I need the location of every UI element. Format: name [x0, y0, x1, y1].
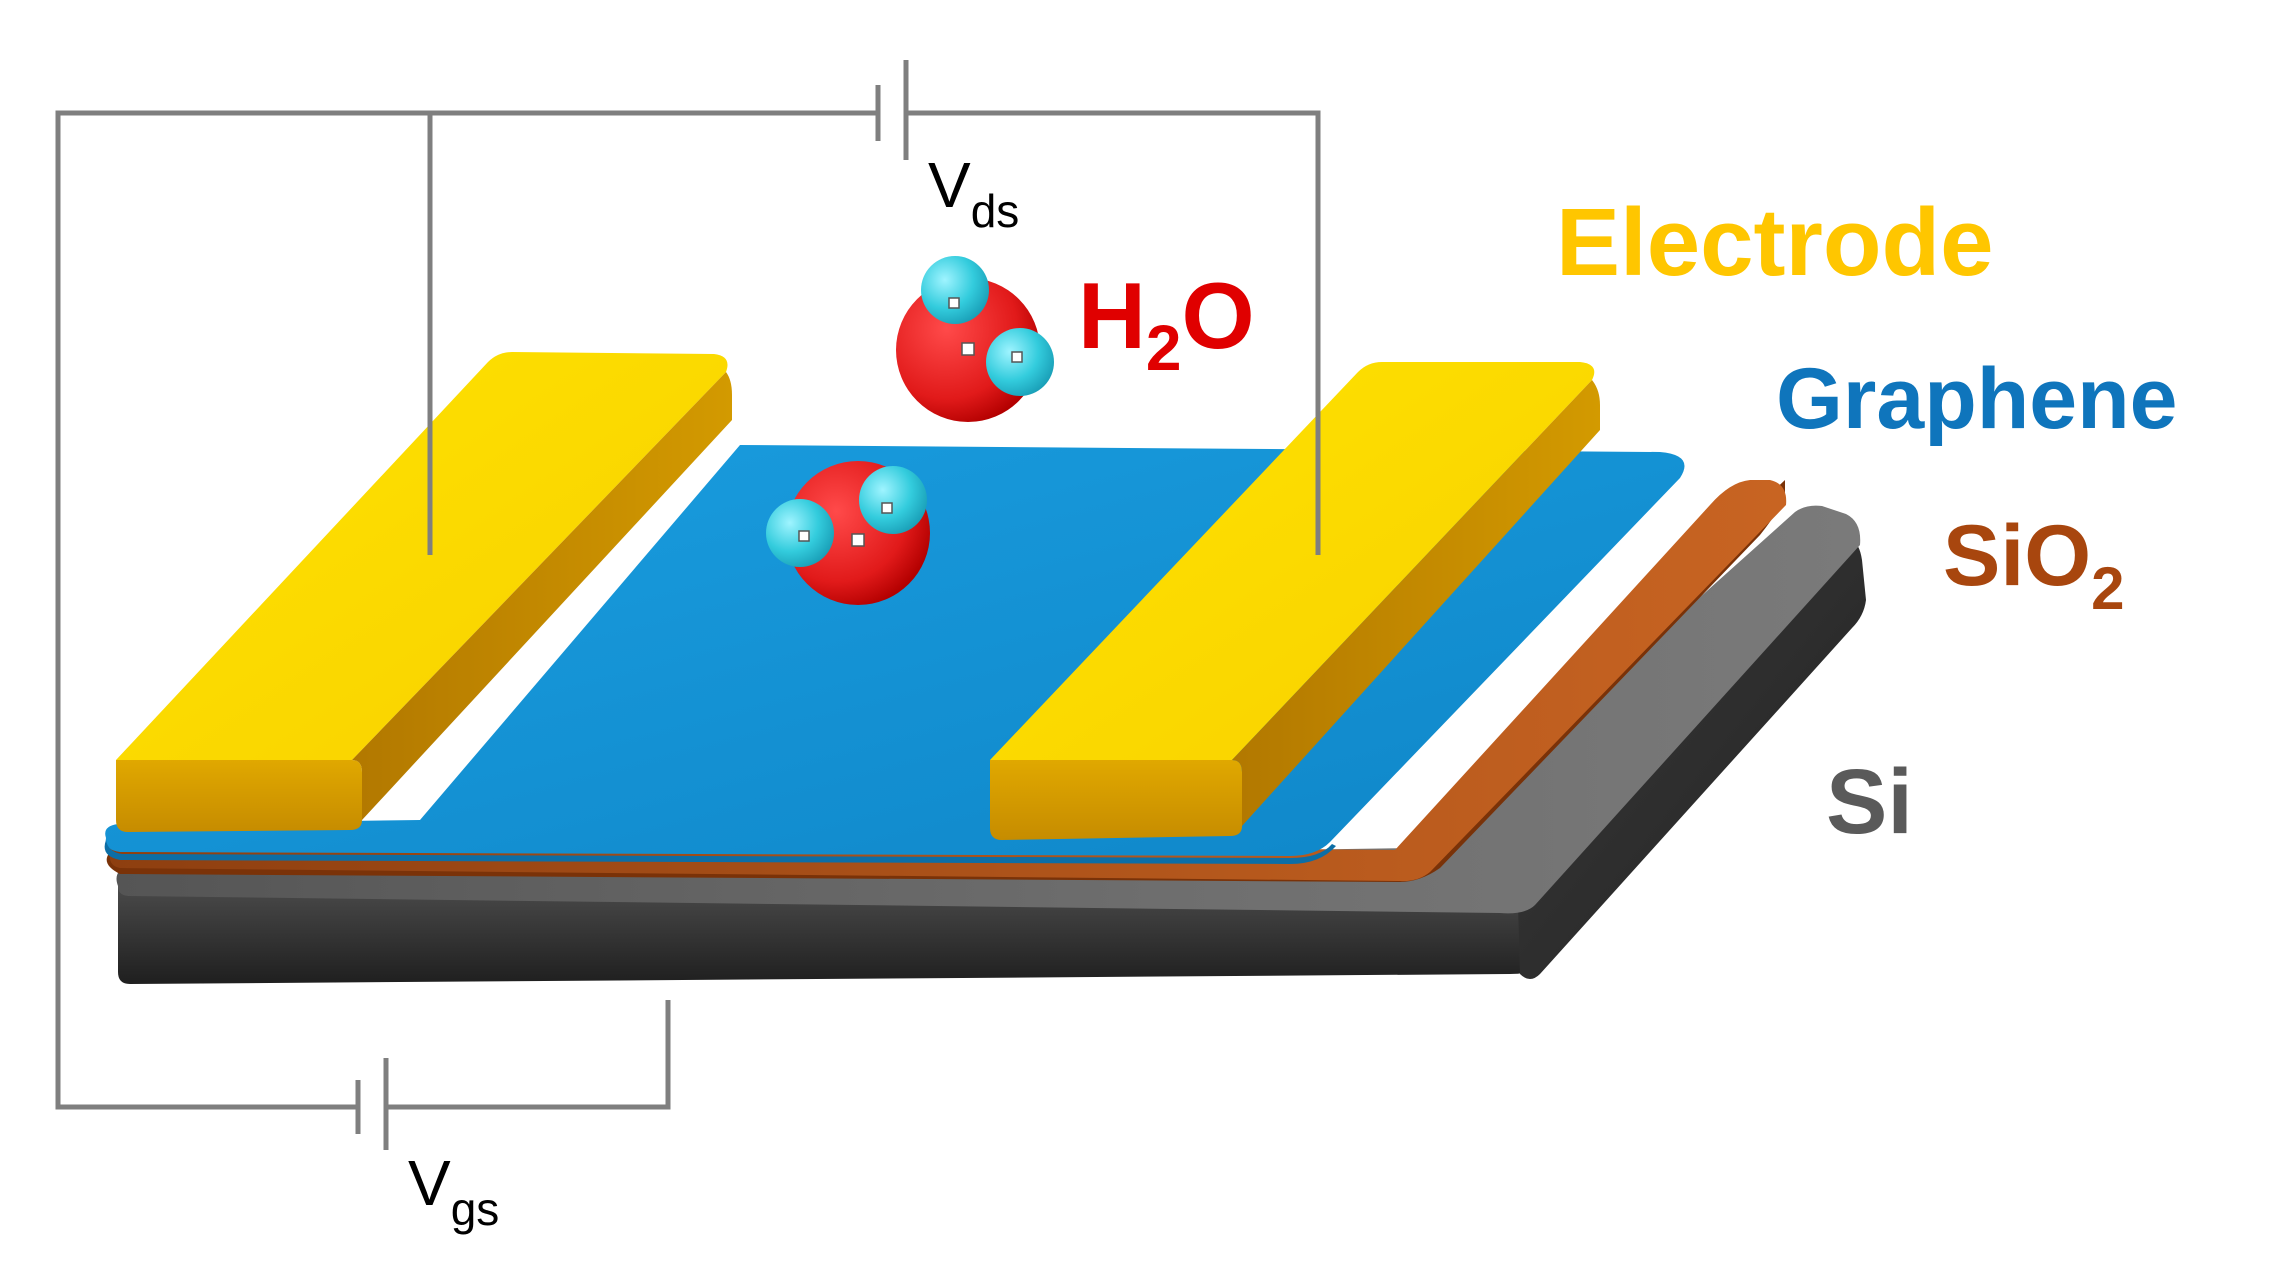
- vgs-battery-symbol: [355, 1058, 389, 1150]
- vgs-label: Vgs: [408, 1147, 499, 1235]
- h2o-label-tail: O: [1181, 263, 1254, 368]
- sio2-label-sub: 2: [2091, 555, 2124, 622]
- left-electrode-front: [116, 760, 362, 832]
- water-molecule-upper: [896, 256, 1054, 422]
- vds-label: Vds: [928, 149, 1019, 237]
- graphene-edge: [104, 840, 1337, 864]
- left-electrode-top: [116, 352, 728, 760]
- si-label: Si: [1826, 751, 1913, 853]
- water-molecule-lower: [766, 461, 930, 605]
- circuit-wires: [55, 110, 1321, 1110]
- vgs-label-sub: gs: [451, 1183, 500, 1235]
- vds-wire-right: [906, 110, 1321, 555]
- sio2-label-base: SiO: [1943, 508, 2091, 604]
- outer-wire-left: [55, 110, 430, 1110]
- right-electrode-front: [990, 760, 1242, 840]
- graphene-label: Graphene: [1776, 351, 2177, 447]
- si-side-face: [1518, 543, 1866, 979]
- left-electrode-side: [352, 372, 732, 820]
- vgs-label-base: V: [408, 1147, 451, 1219]
- hydrogen-atom: [921, 256, 989, 324]
- h2o-label-base: H: [1078, 263, 1146, 368]
- right-electrode-top: [990, 362, 1595, 760]
- vds-label-base: V: [928, 149, 971, 221]
- vds-battery-symbol: [875, 60, 909, 160]
- right-electrode-side: [1232, 380, 1600, 826]
- h2o-label-sub: 2: [1146, 312, 1182, 384]
- vds-label-sub: ds: [971, 185, 1020, 237]
- right-electrode: [990, 362, 1600, 840]
- vgs-wire-right: [386, 1000, 671, 1110]
- hydrogen-atom: [859, 466, 927, 534]
- h2o-label: H2O: [1078, 263, 1255, 384]
- sio2-label: SiO2: [1943, 508, 2125, 622]
- left-electrode: [116, 352, 732, 832]
- si-front-face: [118, 886, 1550, 984]
- electrode-label: Electrode: [1556, 189, 1993, 296]
